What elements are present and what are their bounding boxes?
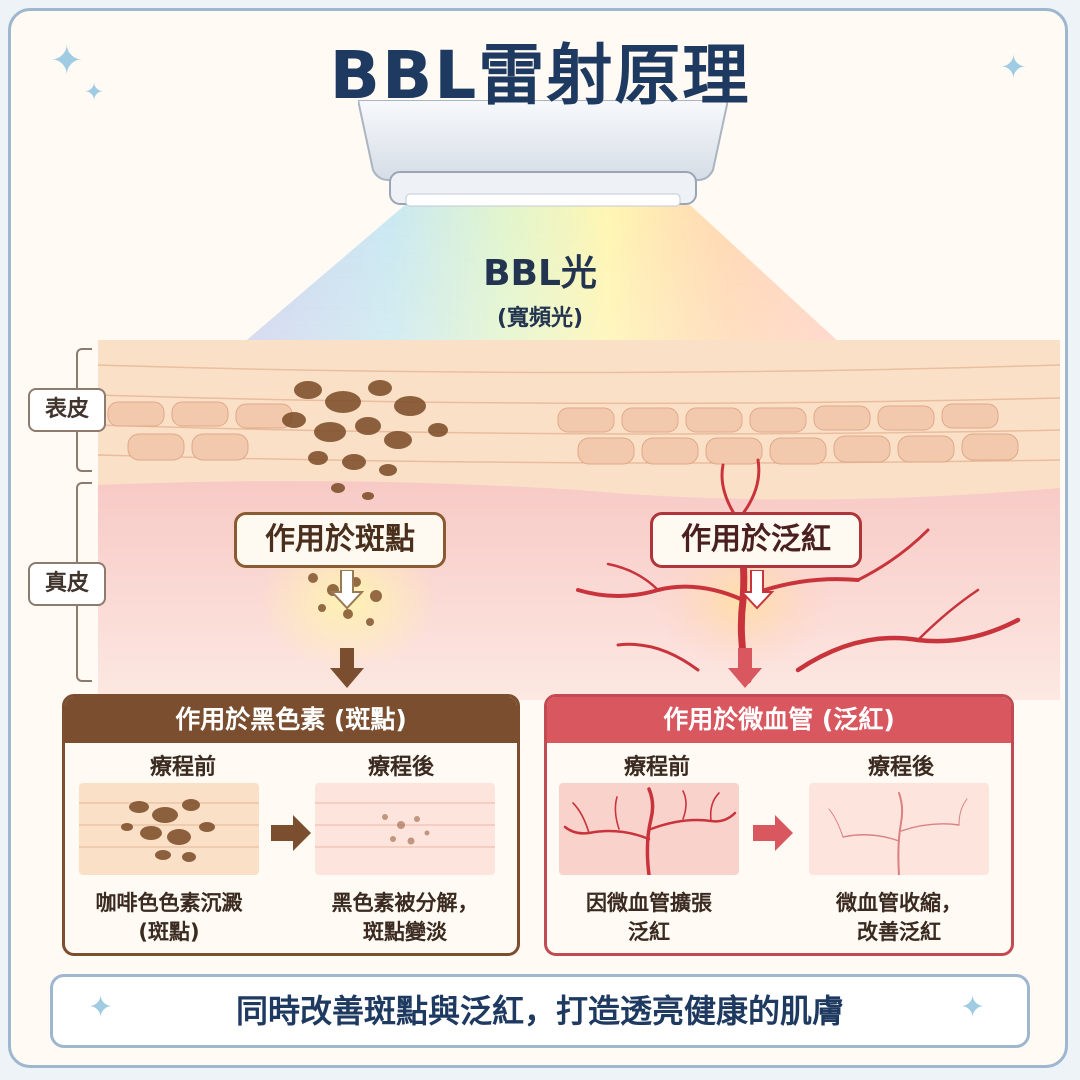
caption-line: (斑點) [69, 918, 269, 947]
vessels-before-label: 療程前 [567, 749, 747, 781]
dermis-label: 真皮 [28, 562, 106, 606]
sparkle-icon: ✦ [50, 38, 84, 84]
vessels-panel: 作用於微血管 (泛紅) 療程前 療程後 因微血管擴張 泛紅 微血管收縮， [544, 694, 1014, 956]
melanin-panel-title: 作用於黑色素 (斑點) [65, 697, 517, 743]
caption-line: 改善泛紅 [799, 918, 999, 947]
arrow-down-icon [740, 570, 774, 610]
epidermis-label: 表皮 [28, 388, 106, 432]
light-name: BBL光 [440, 244, 640, 296]
caption-line: 黑色素被分解， [305, 889, 505, 918]
sparkle-icon: ✦ [84, 78, 104, 106]
arrow-right-icon [753, 813, 793, 853]
melanin-after-image [315, 783, 495, 875]
light-label: BBL光 (寬頻光) [440, 244, 640, 332]
vessels-after-image [809, 783, 989, 875]
vessels-panel-title: 作用於微血管 (泛紅) [547, 697, 1011, 743]
vessels-before-image [559, 783, 739, 875]
page-title: BBL雷射原理 [0, 22, 1080, 118]
redness-callout: 作用於泛紅 [650, 512, 862, 568]
arrow-down-icon [330, 570, 364, 610]
light-subtitle: (寬頻光) [440, 300, 640, 332]
caption-line: 斑點變淡 [305, 918, 505, 947]
arrow-down-icon [330, 648, 364, 688]
vessels-before-caption: 因微血管擴張 泛紅 [549, 889, 749, 947]
spots-callout: 作用於斑點 [234, 512, 446, 568]
melanin-after-label: 療程後 [311, 749, 491, 781]
caption-line: 泛紅 [549, 918, 749, 947]
summary-text: 同時改善斑點與泛紅，打造透亮健康的肌膚 [53, 977, 1027, 1045]
melanin-before-image [79, 783, 259, 875]
summary-box: 同時改善斑點與泛紅，打造透亮健康的肌膚 [50, 974, 1030, 1048]
caption-line: 咖啡色色素沉澱 [69, 889, 269, 918]
sparkle-icon: ✦ [1000, 48, 1027, 86]
caption-line: 微血管收縮， [799, 889, 999, 918]
arrow-down-icon [728, 648, 762, 688]
melanin-before-caption: 咖啡色色素沉澱 (斑點) [69, 889, 269, 947]
sparkle-icon: ✦ [960, 990, 985, 1025]
sparkle-icon: ✦ [88, 990, 113, 1025]
vessels-after-caption: 微血管收縮， 改善泛紅 [799, 889, 999, 947]
melanin-panel: 作用於黑色素 (斑點) 療程前 療程後 咖啡色色素沉澱 (斑點) 黑色素被分解，… [62, 694, 520, 956]
caption-line: 因微血管擴張 [549, 889, 749, 918]
melanin-before-label: 療程前 [93, 749, 273, 781]
vessels-after-label: 療程後 [811, 749, 991, 781]
melanin-after-caption: 黑色素被分解， 斑點變淡 [305, 889, 505, 947]
arrow-right-icon [271, 813, 311, 853]
